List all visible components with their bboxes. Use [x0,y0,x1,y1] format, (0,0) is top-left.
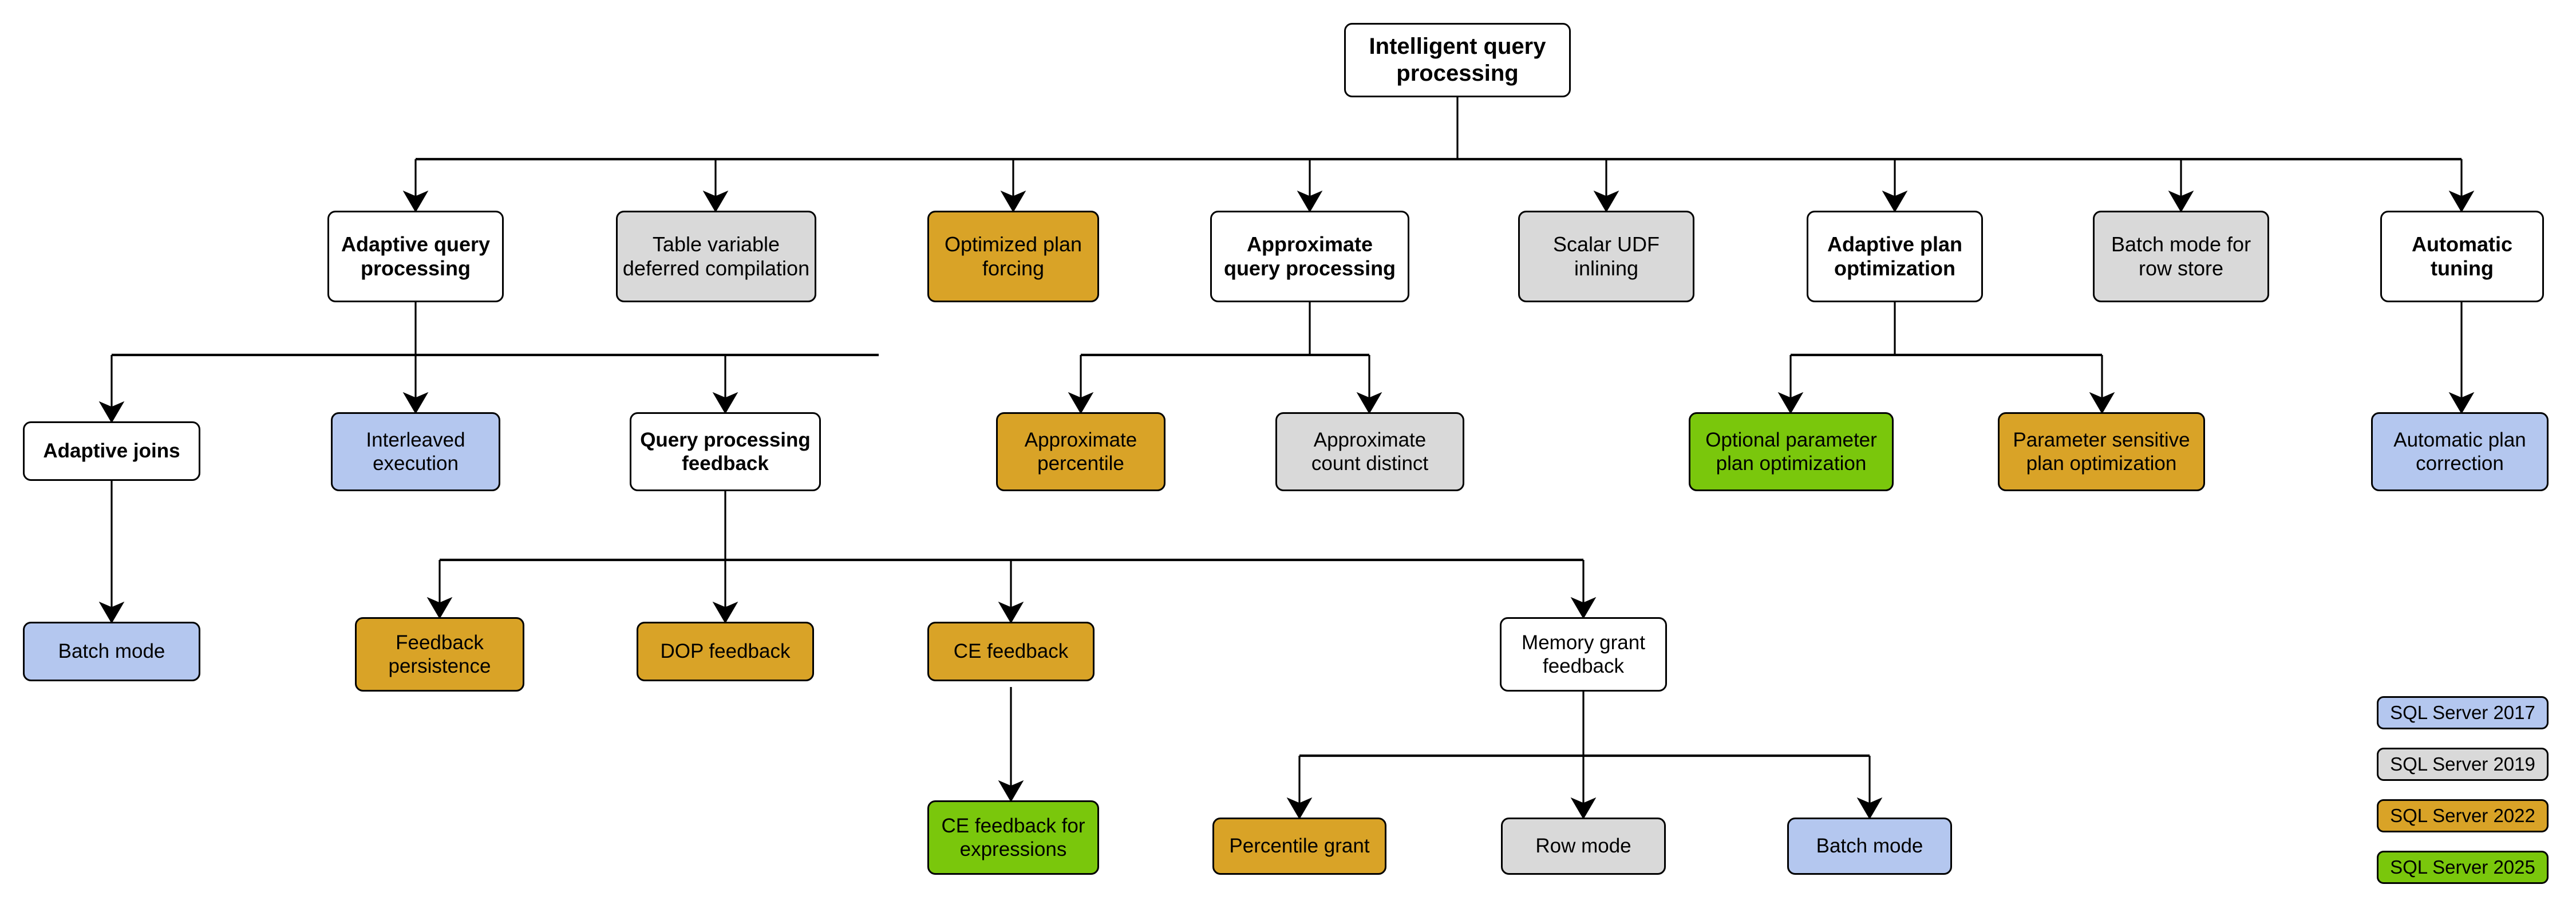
node-approximate-percentile[interactable]: Approximate percentile [996,412,1165,491]
node-parameter-sensitive-plan-optimization[interactable]: Parameter sensitive plan optimization [1998,412,2205,491]
node-memory-grant-feedback[interactable]: Memory grant feedback [1500,617,1667,692]
node-adaptive-plan-optimization[interactable]: Adaptive plan optimization [1807,211,1983,302]
legend-item-sql-server-2017[interactable]: SQL Server 2017 [2377,696,2549,729]
node-query-processing-feedback[interactable]: Query processing feedback [630,412,821,491]
node-adaptive-joins[interactable]: Adaptive joins [23,421,200,481]
node-dop-feedback[interactable]: DOP feedback [637,622,814,681]
node-optimized-plan-forcing[interactable]: Optimized plan forcing [927,211,1099,302]
node-optional-parameter-plan-optimization[interactable]: Optional parameter plan optimization [1689,412,1894,491]
node-approximate-query-processing[interactable]: Approximate query processing [1210,211,1409,302]
node-approximate-count-distinct[interactable]: Approximate count distinct [1275,412,1464,491]
node-scalar-udf-inlining[interactable]: Scalar UDF inlining [1518,211,1694,302]
node-automatic-tuning[interactable]: Automatic tuning [2380,211,2544,302]
node-percentile-grant[interactable]: Percentile grant [1212,818,1386,875]
node-batch-mode-memory-grant[interactable]: Batch mode [1787,818,1952,875]
node-automatic-plan-correction[interactable]: Automatic plan correction [2371,412,2549,491]
node-feedback-persistence[interactable]: Feedback persistence [355,617,524,692]
node-interleaved-execution[interactable]: Interleaved execution [331,412,500,491]
legend-item-sql-server-2019[interactable]: SQL Server 2019 [2377,748,2549,781]
node-ce-feedback-for-expressions[interactable]: CE feedback for expressions [927,800,1099,875]
node-adaptive-query-processing[interactable]: Adaptive query processing [327,211,504,302]
legend-item-sql-server-2022[interactable]: SQL Server 2022 [2377,799,2549,832]
node-ce-feedback[interactable]: CE feedback [927,622,1095,681]
node-intelligent-query-processing[interactable]: Intelligent query processing [1344,23,1571,97]
node-batch-mode-for-row-store[interactable]: Batch mode for row store [2093,211,2269,302]
node-table-variable-deferred-compilation[interactable]: Table variable deferred compilation [616,211,816,302]
legend-item-sql-server-2025[interactable]: SQL Server 2025 [2377,851,2549,884]
node-row-mode[interactable]: Row mode [1501,818,1666,875]
node-batch-mode-adaptive-joins[interactable]: Batch mode [23,622,200,681]
